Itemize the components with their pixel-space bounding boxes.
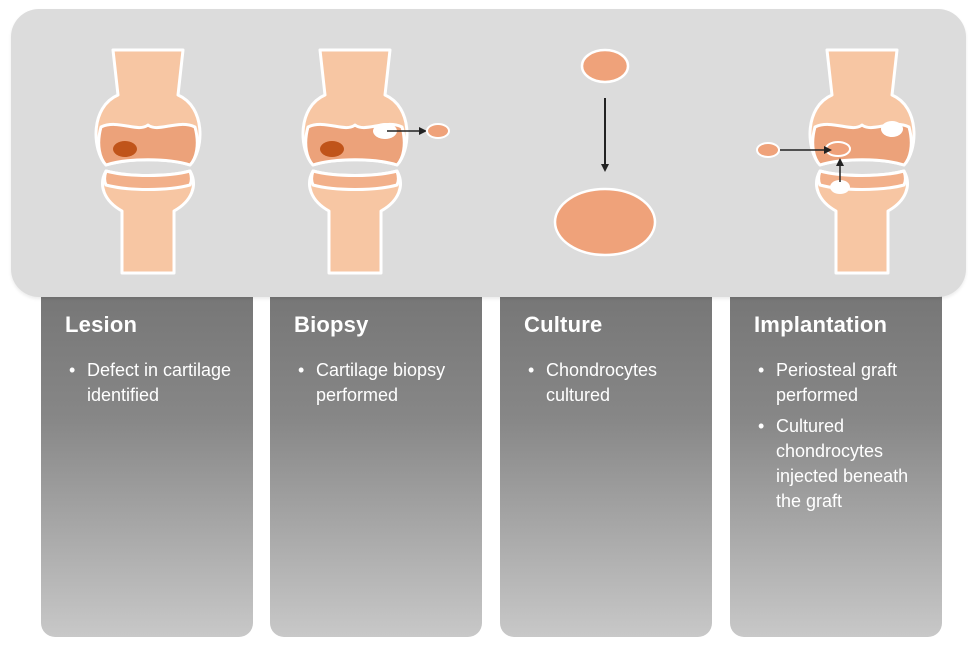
harvest-site	[881, 121, 903, 137]
biopsy-sample	[427, 124, 449, 138]
graft-sample	[757, 143, 779, 157]
injection-site	[830, 180, 850, 194]
cell-sample-small	[582, 50, 628, 82]
periosteal-graft	[826, 142, 850, 156]
cartilage-defect	[320, 141, 344, 157]
cultured-cells-large	[555, 189, 655, 255]
knee-lesion-illustration	[96, 50, 200, 273]
knee-biopsy-illustration	[303, 50, 407, 273]
knee-implantation-illustration	[810, 50, 914, 273]
cartilage-defect	[113, 141, 137, 157]
